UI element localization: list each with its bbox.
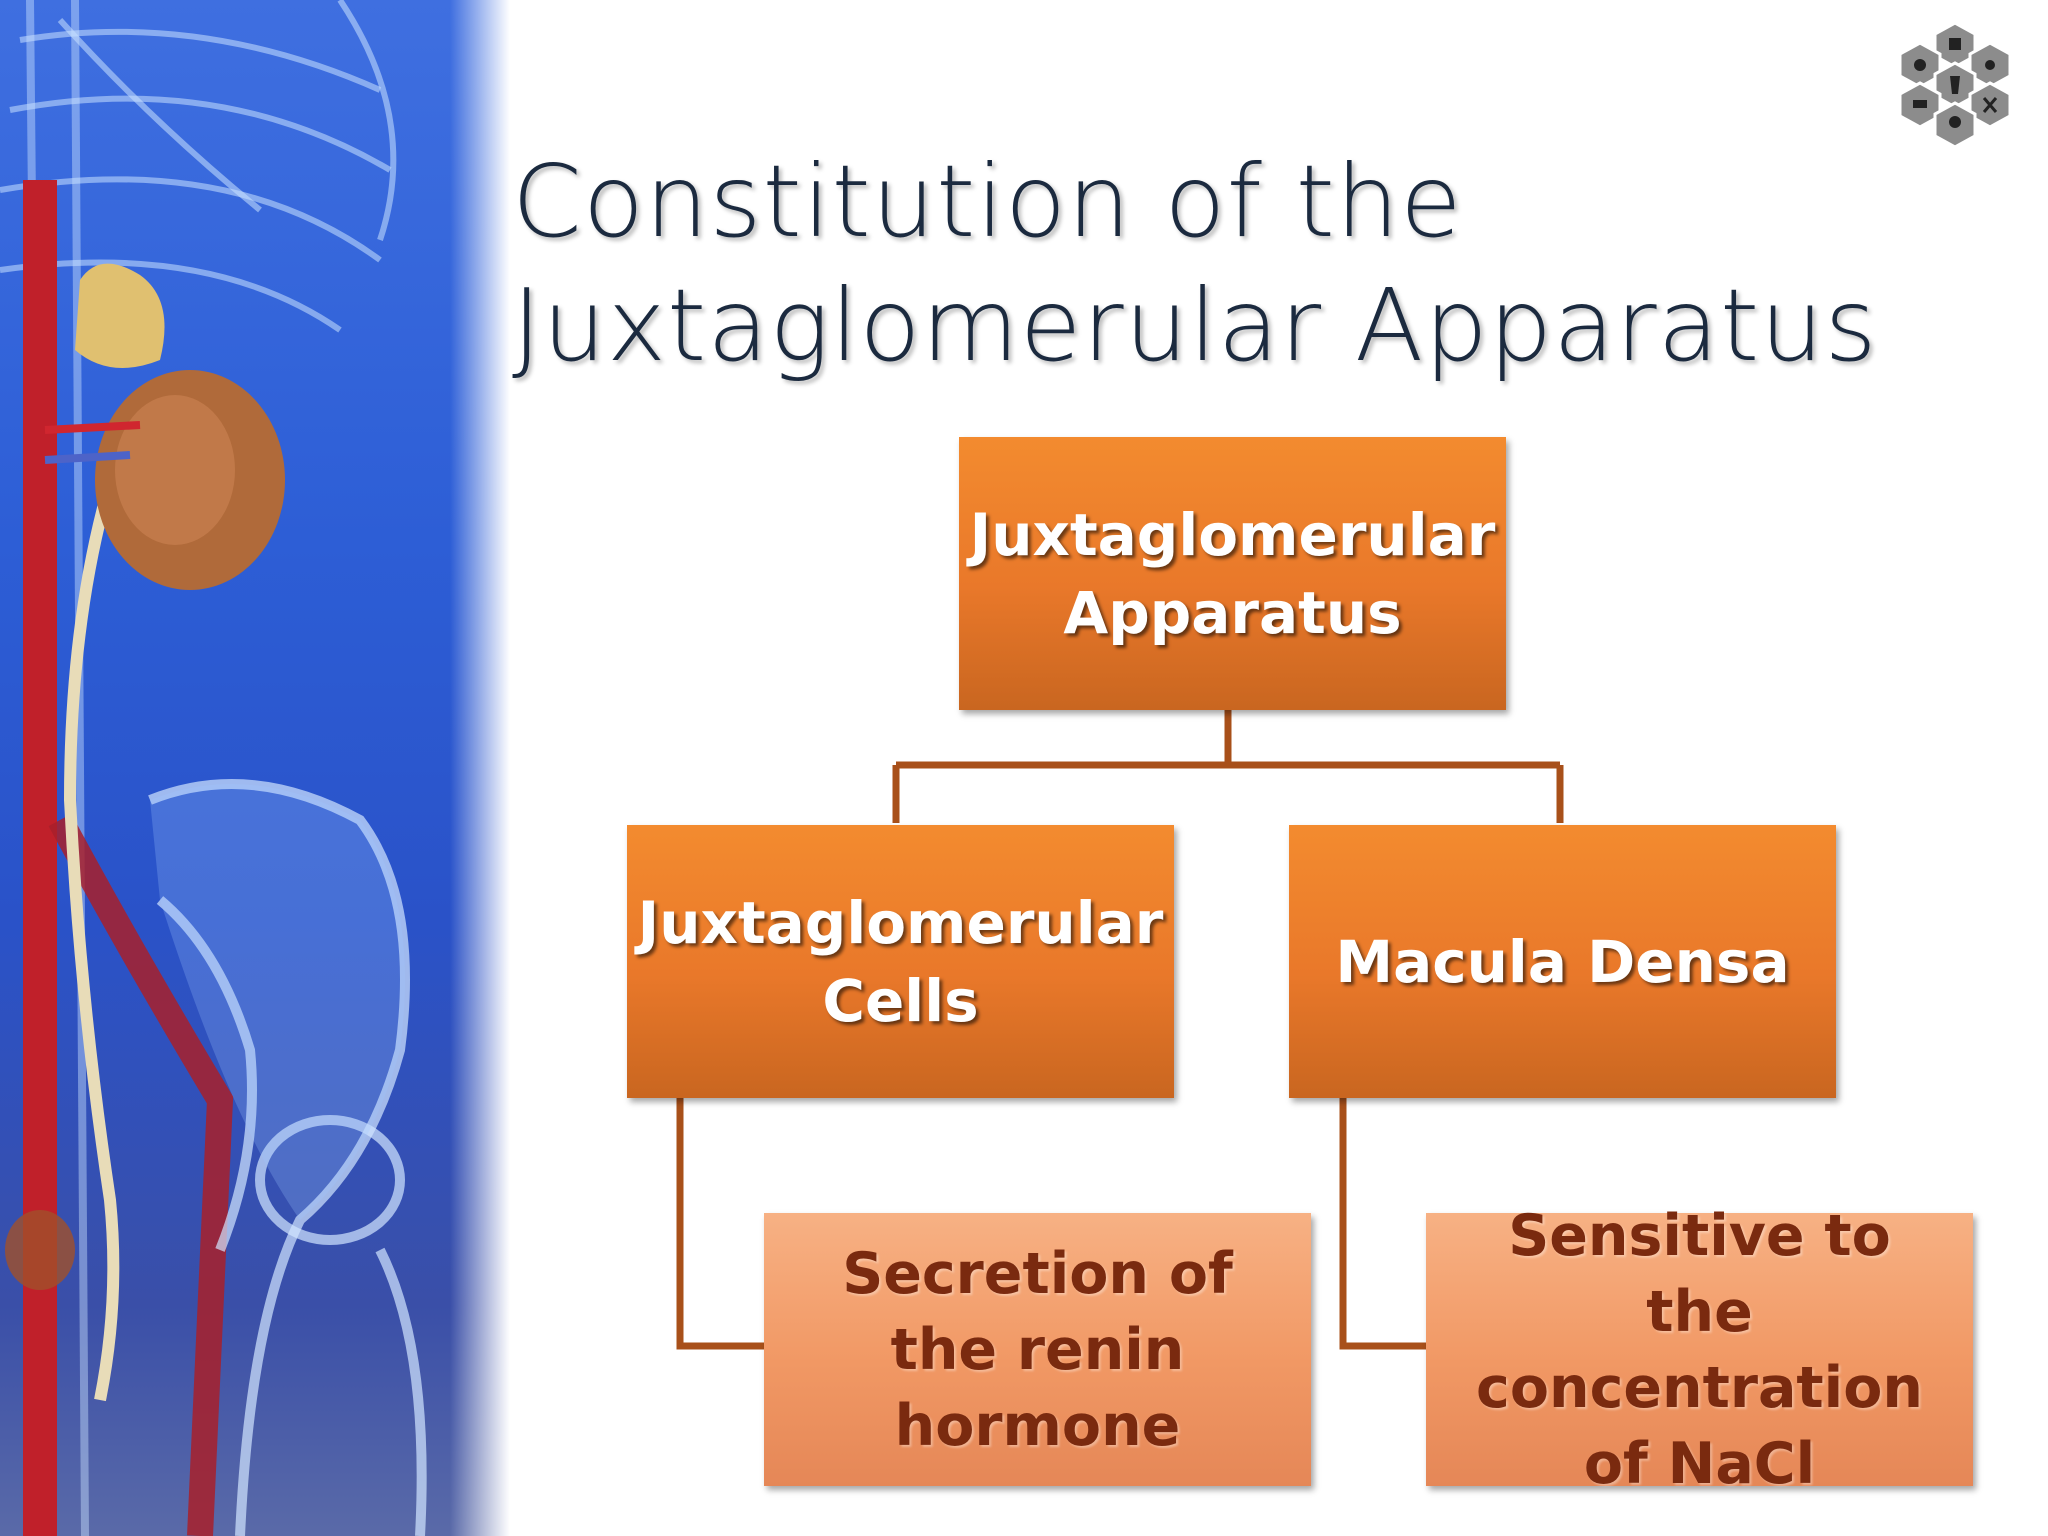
detail-node-renin: Secretion of the renin hormone <box>764 1213 1311 1486</box>
branch-node-juxtaglomerular-cells: Juxtaglomerular Cells <box>627 825 1174 1098</box>
title-line-2: Juxtaglomerular Apparatus <box>512 267 1878 384</box>
title-line-1: Constitution of the <box>512 143 1463 260</box>
connector-left-detail <box>676 1097 764 1350</box>
root-node-label: Juxtaglomerular Apparatus <box>969 500 1496 647</box>
detail-node-label: Sensitive to the concentration of NaCl <box>1476 1202 1923 1497</box>
medical-hex-logo <box>1880 18 2030 149</box>
page-title: Constitution of the Juxtaglomerular Appa… <box>512 140 1912 388</box>
branch-node-macula-densa: Macula Densa <box>1289 825 1836 1098</box>
connector-right-detail <box>1339 1097 1426 1350</box>
branch-node-label: Macula Densa <box>1335 927 1790 996</box>
branch-node-label: Juxtaglomerular Cells <box>637 888 1164 1035</box>
detail-node-label: Secretion of the renin hormone <box>842 1240 1233 1459</box>
anatomy-illustration <box>0 0 510 1536</box>
root-node: Juxtaglomerular Apparatus <box>959 437 1506 710</box>
detail-node-nacl: Sensitive to the concentration of NaCl <box>1426 1203 1973 1497</box>
